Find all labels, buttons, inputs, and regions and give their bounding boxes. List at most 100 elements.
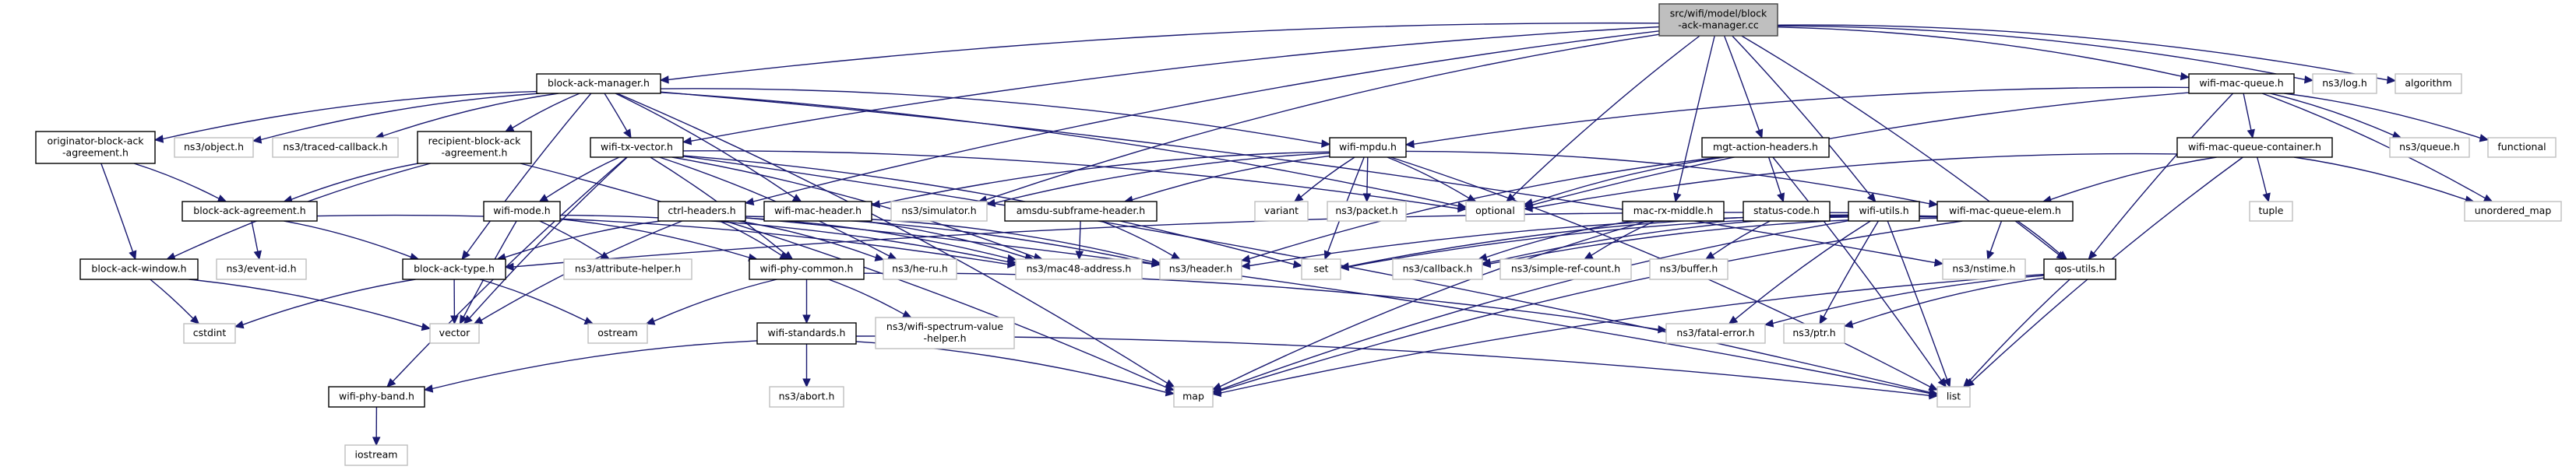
edge-wifi-mpdu-to-ns3-simulator <box>994 153 1330 204</box>
node-label: ns3/nstime.h <box>1952 263 2015 275</box>
node-label: functional <box>2497 141 2546 153</box>
node-box <box>79 258 199 280</box>
node-box <box>1465 201 1525 222</box>
node-ns3-simple-ref-count: ns3/simple-ref-count.h <box>1499 258 1632 280</box>
node-label: -helper.h <box>923 332 966 344</box>
node-wifi-mode[interactable]: wifi-mode.h <box>483 201 561 222</box>
node-label: wifi-tx-vector.h <box>601 141 673 153</box>
edge-block-ack-agreement-to-ns3-mac48-address <box>316 214 1009 265</box>
arrowhead-wifi-tx-vector-to-wifi-phy-band <box>386 377 396 388</box>
node-wifi-tx-vector[interactable]: wifi-tx-vector.h <box>590 137 684 158</box>
edge-wifi-tx-vector-to-set <box>682 155 1295 265</box>
node-ns3-simulator: ns3/simulator.h <box>890 201 988 222</box>
node-label: wifi-utils.h <box>1859 205 1908 216</box>
node-block-ack-window[interactable]: block-ack-window.h <box>79 258 199 280</box>
node-wifi-phy-band[interactable]: wifi-phy-band.h <box>328 386 425 408</box>
arrowhead-wifi-mode-to-vector <box>459 314 468 325</box>
arrowhead-wifi-mac-queue-to-qos-utils <box>2088 250 2098 260</box>
node-ctrl-headers[interactable]: ctrl-headers.h <box>657 201 746 222</box>
arrowhead-mgt-action-headers-to-status-code <box>1777 192 1785 203</box>
node-map: map <box>1173 386 1214 408</box>
node-label: ns3/traced-callback.h <box>283 141 387 153</box>
edge-block-ack-manager-to-ns3-object <box>260 93 541 141</box>
node-box <box>1392 258 1483 280</box>
node-label: wifi-mac-queue-container.h <box>2188 141 2321 153</box>
edge-wifi-mac-queue-container-to-optional <box>1531 153 2178 209</box>
node-box <box>272 137 399 158</box>
node-box <box>181 201 318 222</box>
node-block-ack-agreement[interactable]: block-ack-agreement.h <box>181 201 318 222</box>
node-label: block-ack-type.h <box>414 263 495 275</box>
edge-wifi-mac-queue-elem-to-map <box>1220 220 1963 391</box>
node-wifi-standards[interactable]: wifi-standards.h <box>756 322 857 345</box>
node-amsdu-subframe-header[interactable]: amsdu-subframe-header.h <box>1004 201 1158 222</box>
arrowhead-wifi-mac-queue-elem-to-ns3-nstime <box>1986 250 1995 261</box>
edge-ctrl-headers-to-list <box>745 217 1930 395</box>
node-wifi-mac-queue-elem[interactable]: wifi-mac-queue-elem.h <box>1936 201 2074 222</box>
edge-block-ack-window-to-cstdint <box>150 279 194 319</box>
node-qos-utils[interactable]: qos-utils.h <box>2043 258 2116 280</box>
node-wifi-mac-queue[interactable]: wifi-mac-queue.h <box>2188 73 2295 94</box>
node-ns3-nstime: ns3/nstime.h <box>1942 258 2026 280</box>
edge-wifi-mac-queue-elem-to-ns3-header <box>1249 215 1938 267</box>
edge-root-to-ctrl-headers <box>752 30 1660 202</box>
node-box <box>563 258 692 280</box>
node-status-code[interactable]: status-code.h <box>1743 201 1831 222</box>
edge-mgt-action-headers-to-list <box>1772 156 1942 381</box>
node-recipient-block-ack-agreement[interactable]: recipient-block-ack-agreement.h <box>417 131 532 164</box>
node-label: ns3/wifi-spectrum-value <box>886 321 1003 332</box>
node-box <box>2389 137 2470 158</box>
edge-wifi-mode-to-ns3-mac48-address <box>559 214 1009 263</box>
arrowhead-block-ack-manager-to-ns3-object <box>252 135 263 144</box>
arrowhead-block-ack-type-to-cstdint <box>234 321 245 329</box>
node-label: block-ack-agreement.h <box>193 205 305 216</box>
edge-block-ack-manager-to-recipient-block-ack-agreement <box>512 93 580 128</box>
edge-wifi-mac-queue-to-wifi-mpdu <box>1413 86 2190 145</box>
arrowhead-root-to-mgt-action-headers <box>1755 128 1764 139</box>
node-label: ns3/callback.h <box>1403 263 1473 275</box>
node-box <box>1329 137 1407 158</box>
node-box <box>1665 323 1766 344</box>
edges-layer <box>100 22 2493 447</box>
arrowhead-ctrl-headers-to-ns3-he-ru <box>874 253 885 261</box>
edge-block-ack-manager-to-block-ack-type <box>466 93 592 254</box>
edge-wifi-mpdu-to-ns3-packet <box>1366 156 1369 195</box>
edge-root-to-mac-rx-middle <box>1676 35 1715 195</box>
node-wifi-mpdu[interactable]: wifi-mpdu.h <box>1329 137 1407 158</box>
node-box <box>749 258 865 280</box>
arrowhead-block-ack-manager-to-ns3-nstime <box>1933 258 1944 267</box>
edge-wifi-tx-vector-to-wifi-phy-band <box>392 156 627 382</box>
node-label: ns3/attribute-helper.h <box>575 263 681 275</box>
node-label: set <box>1313 263 1328 275</box>
edge-wifi-mode-to-wifi-phy-common <box>559 218 750 258</box>
edge-block-ack-agreement-to-ns3-event-id <box>251 220 259 252</box>
node-box <box>883 258 957 280</box>
node-box <box>2188 73 2295 94</box>
arrowhead-originator-block-ack-agreement-to-block-ack-agreement <box>217 195 227 202</box>
arrowhead-wifi-standards-to-ns3-abort <box>802 378 811 388</box>
arrowhead-wifi-mpdu-to-variant <box>1293 193 1304 202</box>
node-block-ack-type[interactable]: block-ack-type.h <box>402 258 506 280</box>
arrowhead-root-to-block-ack-manager <box>659 75 669 84</box>
node-mgt-action-headers[interactable]: mgt-action-headers.h <box>1701 137 1830 158</box>
edge-wifi-mac-queue-elem-to-ns3-nstime <box>1989 220 2003 252</box>
node-wifi-mac-queue-container[interactable]: wifi-mac-queue-container.h <box>2176 137 2333 158</box>
node-root[interactable]: src/wifi/model/block-ack-manager.cc <box>1658 3 1778 37</box>
node-block-ack-manager[interactable]: block-ack-manager.h <box>536 73 661 94</box>
node-label: -agreement.h <box>62 147 129 159</box>
node-originator-block-ack-agreement[interactable]: originator-block-ack-agreement.h <box>35 131 156 164</box>
node-ns3-ptr: ns3/ptr.h <box>1783 323 1845 344</box>
node-wifi-phy-common[interactable]: wifi-phy-common.h <box>749 258 865 280</box>
edge-block-ack-agreement-to-block-ack-type <box>284 220 411 258</box>
node-wifi-utils[interactable]: wifi-utils.h <box>1848 201 1920 222</box>
edge-wifi-mac-queue-to-wifi-mac-queue-container <box>2243 93 2252 131</box>
arrowhead-wifi-mac-queue-to-wifi-mac-queue-container <box>2247 128 2255 139</box>
node-box <box>1942 258 2026 280</box>
edge-wifi-mac-queue-elem-to-qos-utils <box>2017 220 2061 255</box>
node-mac-rx-middle[interactable]: mac-rx-middle.h <box>1622 201 1725 222</box>
edge-qos-utils-to-ns3-ptr <box>1852 277 2045 325</box>
node-label: ns3/simple-ref-count.h <box>1511 263 1620 275</box>
edge-block-ack-manager-to-ns3-traced-callback <box>382 93 559 137</box>
node-ns3-packet: ns3/packet.h <box>1327 201 1407 222</box>
node-wifi-mac-header[interactable]: wifi-mac-header.h <box>763 201 872 222</box>
